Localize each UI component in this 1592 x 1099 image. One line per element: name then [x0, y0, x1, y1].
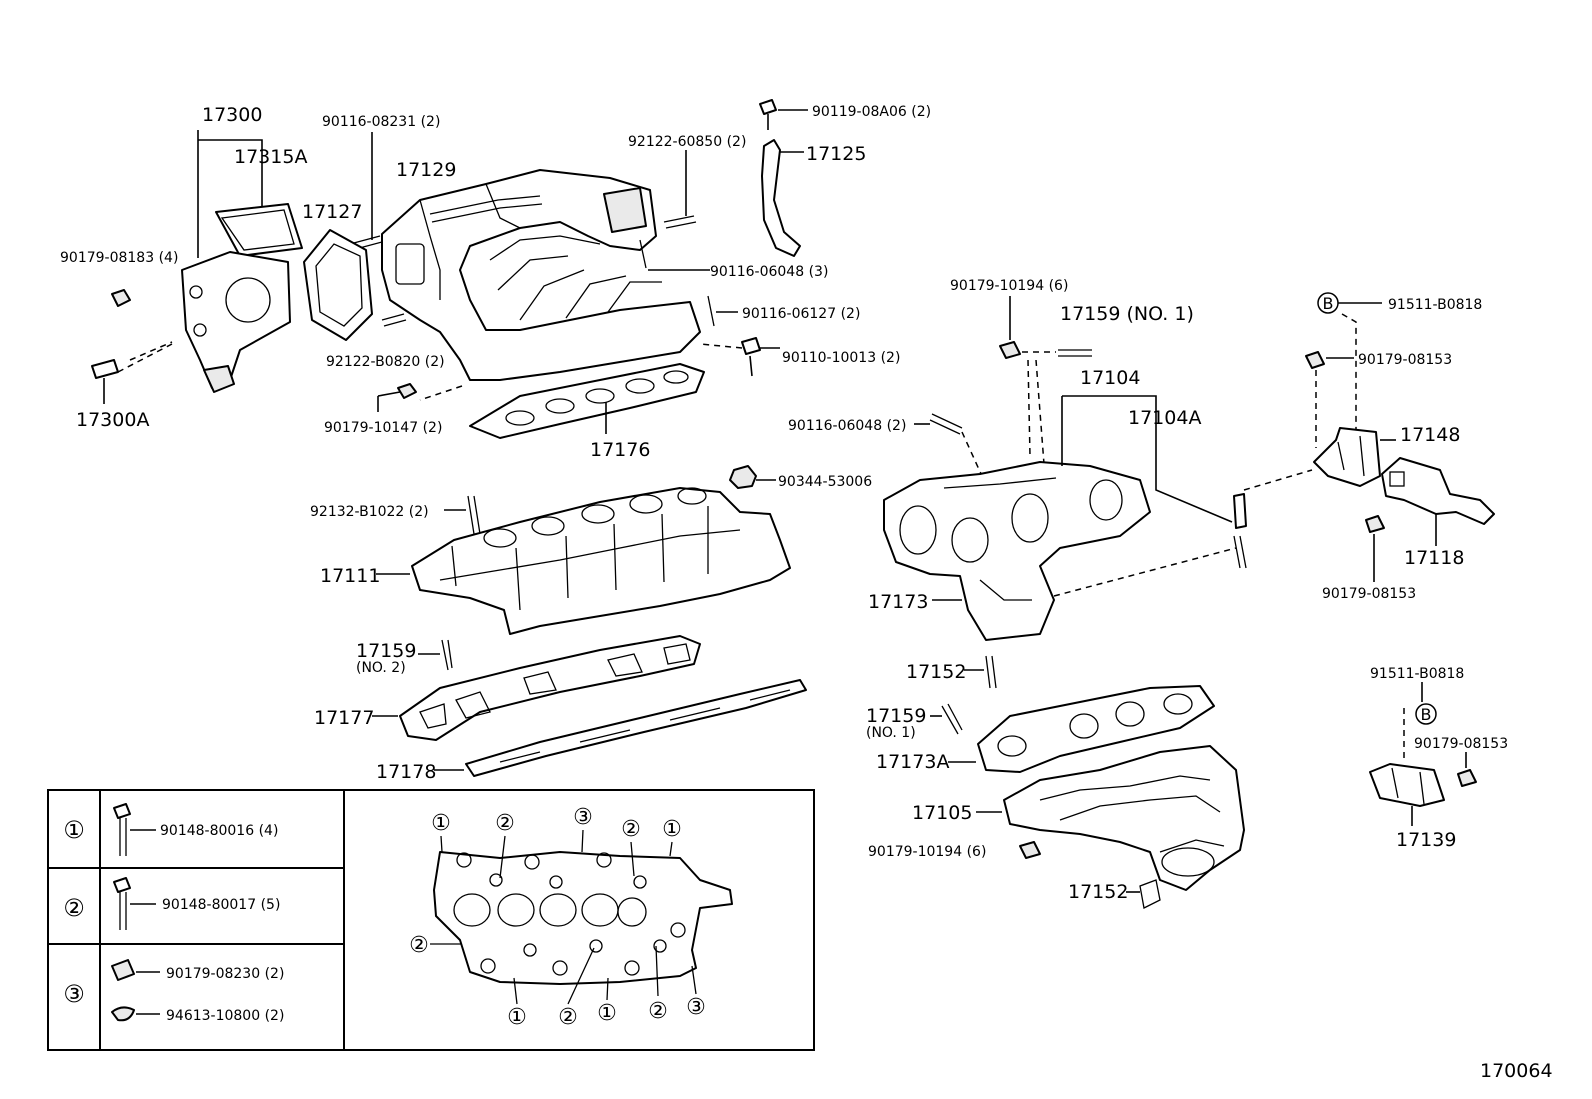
throttle-body-group	[91, 130, 303, 404]
label-17300: 17300	[202, 104, 262, 126]
label-17159-no2: 17159	[356, 640, 416, 662]
label-90179-10194-bot: 90179-10194 (6)	[868, 844, 986, 860]
bracket-17139-shape	[1369, 763, 1445, 807]
legend-part-3a: 90179-08230 (2)	[166, 966, 284, 982]
label-17104: 17104	[1080, 367, 1140, 389]
label-17125: 17125	[806, 143, 866, 165]
gasket-17176-shape	[469, 363, 705, 439]
legend-part-2: 90148-80017 (5)	[162, 897, 280, 913]
label-90116-06048-3: 90116-06048 (3)	[710, 264, 828, 280]
marker-3: ③	[686, 995, 706, 1020]
bracket-group: B B	[1305, 292, 1495, 826]
label-17129: 17129	[396, 159, 456, 181]
label-17105: 17105	[912, 802, 972, 824]
label-17173A: 17173A	[876, 751, 949, 773]
marker-3: ③	[573, 805, 593, 830]
label-17159-no1: 17159	[866, 705, 926, 727]
manifold-17111-shape	[411, 487, 791, 635]
exhaust-manifold-front-group	[883, 296, 1313, 689]
legend-part-1: 90148-80016 (4)	[160, 823, 278, 839]
label-17127: 17127	[302, 201, 362, 223]
washer-icon	[111, 1006, 135, 1022]
marker-1: ①	[507, 1005, 527, 1030]
label-90179-10147: 90179-10147 (2)	[324, 420, 442, 436]
bolt-holes	[456, 852, 686, 976]
bolt-icon	[113, 803, 131, 819]
marker-1: ①	[431, 811, 451, 836]
label-90179-10194-top: 90179-10194 (6)	[950, 278, 1068, 294]
label-91511-B0818-bot: 91511-B0818	[1370, 666, 1464, 682]
exhaust-manifold-17104-shape	[883, 461, 1151, 641]
bolt-sequence-diagram: ① ② ③ ② ① ② ① ② ① ② ③	[409, 805, 733, 1030]
bolt-legend-table: ① ② ③ 90148-80016 (4) 90148-80017 (5) 90…	[47, 789, 815, 1051]
label-17148: 17148	[1400, 424, 1460, 446]
bracket-17118-shape	[1381, 457, 1495, 525]
label-90119-08A06: 90119-08A06 (2)	[812, 104, 931, 120]
label-90116-06048-2: 90116-06048 (2)	[788, 418, 906, 434]
throttle-body-shape	[181, 251, 291, 389]
bolt-icon	[113, 877, 131, 893]
nut-icon	[111, 959, 135, 981]
label-17152-bot: 17152	[1068, 881, 1128, 903]
legend-key-3: ③	[63, 980, 85, 1008]
label-92132-B1022: 92132-B1022 (2)	[310, 504, 429, 520]
marker-1: ①	[597, 1001, 617, 1026]
label-90344-53006: 90344-53006	[778, 474, 872, 490]
marker-2: ②	[648, 999, 668, 1024]
label-17173: 17173	[868, 591, 928, 613]
legend-key-2: ②	[63, 894, 85, 922]
legend-part-3b: 94613-10800 (2)	[166, 1008, 284, 1024]
label-17159-no2-sub: (NO. 2)	[356, 660, 406, 676]
label-17159-no1-top: 17159 (NO. 1)	[1060, 303, 1194, 325]
gasket-17177-shape	[399, 635, 701, 741]
label-17118: 17118	[1404, 547, 1464, 569]
bracket-17148-shape	[1313, 427, 1381, 487]
marker-2: ②	[621, 817, 641, 842]
plenum-17129-shape	[381, 169, 701, 381]
label-90116-08231: 90116-08231 (2)	[322, 114, 440, 130]
label-17176: 17176	[590, 439, 650, 461]
label-17104A: 17104A	[1128, 407, 1201, 429]
gasket-17178-shape	[465, 679, 807, 777]
label-17159-no1-sub: (NO. 1)	[866, 725, 916, 741]
marker-2: ②	[558, 1005, 578, 1030]
label-17178: 17178	[376, 761, 436, 783]
marker-2: ②	[495, 811, 515, 836]
label-92122-B0820: 92122-B0820 (2)	[326, 354, 445, 370]
figure-number: 170064	[1480, 1060, 1553, 1082]
exhaust-manifold-17105-shape	[1003, 745, 1245, 891]
label-17139: 17139	[1396, 829, 1456, 851]
stay-17125-group	[759, 99, 808, 257]
label-17300A: 17300A	[76, 409, 149, 431]
label-91511-B0818-top: 91511-B0818	[1388, 297, 1482, 313]
legend-key-1: ①	[63, 816, 85, 844]
marker-2: ②	[409, 933, 429, 958]
label-90179-08183: 90179-08183 (4)	[60, 250, 178, 266]
marker-1: ①	[662, 817, 682, 842]
label-17111: 17111	[320, 565, 380, 587]
label-17177: 17177	[314, 707, 374, 729]
label-90179-08153-b: 90179-08153	[1322, 586, 1416, 602]
circle-b-mark-bot: B	[1421, 705, 1432, 724]
bolt-markers: ① ② ③ ② ① ② ① ② ① ② ③	[409, 805, 706, 1030]
label-90179-08153-c: 90179-08153	[1414, 736, 1508, 752]
circle-b-mark-top: B	[1323, 294, 1334, 313]
label-92122-60850: 92122-60850 (2)	[628, 134, 746, 150]
label-90116-06127: 90116-06127 (2)	[742, 306, 860, 322]
gasket-17173A-shape	[977, 685, 1215, 773]
label-90179-08153-a: 90179-08153	[1358, 352, 1452, 368]
label-90110-10013: 90110-10013 (2)	[782, 350, 900, 366]
intake-plenum-group	[129, 132, 780, 439]
exhaust-manifold-rear-group	[930, 685, 1245, 909]
label-17152-top: 17152	[906, 661, 966, 683]
label-17315A: 17315A	[234, 146, 307, 168]
intake-manifold-group	[372, 465, 807, 777]
